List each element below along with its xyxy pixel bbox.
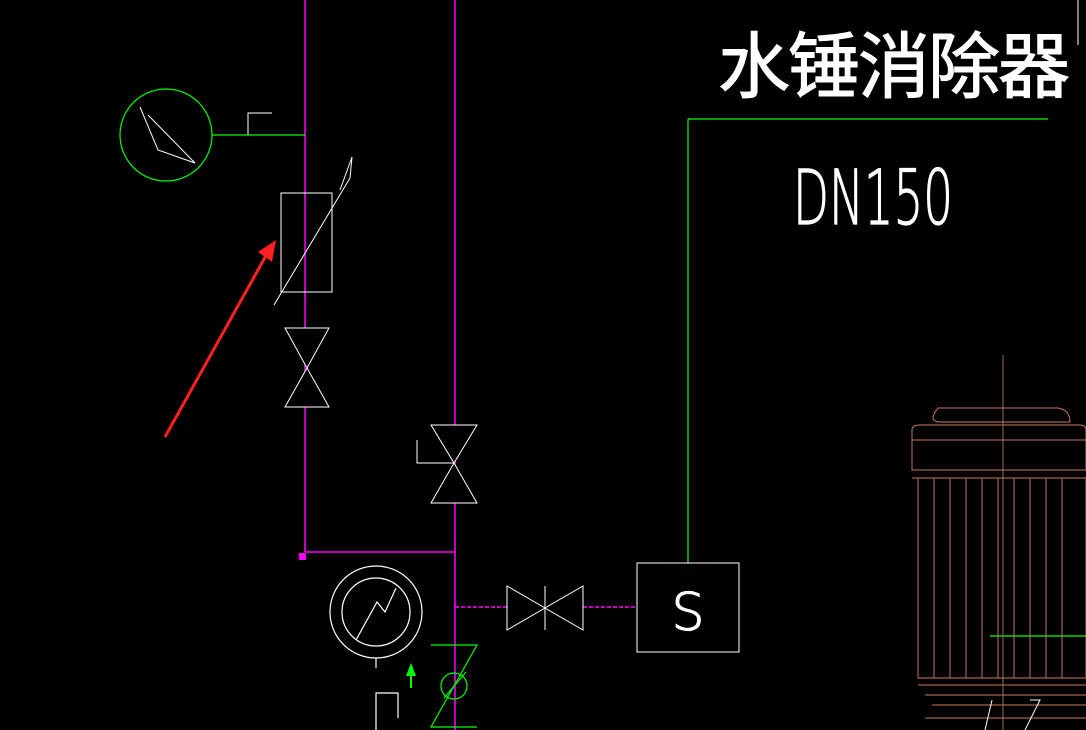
s-symbol-box[interactable]: S (636, 562, 740, 653)
red-annotation-arrow (163, 240, 276, 438)
green-flag-marker (406, 663, 416, 688)
pipe-size-label: DN150 (793, 153, 953, 242)
s-symbol-label: S (671, 583, 704, 643)
lower-pressure-gauge-icon[interactable] (329, 565, 423, 730)
gate-valve-right-icon[interactable] (416, 424, 478, 504)
green-signal-line (687, 118, 1086, 637)
gate-valve-left-icon[interactable] (284, 327, 330, 408)
magenta-pipe-network (304, 0, 637, 730)
horizontal-valve-icon[interactable] (506, 585, 584, 631)
check-valve-icon[interactable] (429, 644, 479, 728)
diagram-title: 水锤消除器 (718, 25, 1068, 109)
pipe-junction-marker (299, 553, 306, 560)
pump-motor-icon[interactable] (911, 355, 1086, 730)
pressure-gauge-icon[interactable] (119, 88, 305, 182)
water-hammer-arrestor-icon[interactable] (273, 156, 353, 306)
